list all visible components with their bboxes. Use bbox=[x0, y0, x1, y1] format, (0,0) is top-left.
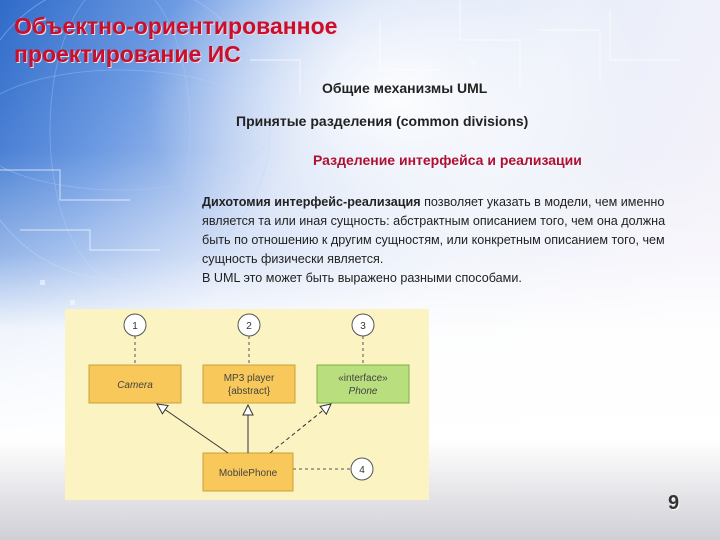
mp3-class-stereotype: {abstract} bbox=[228, 386, 271, 397]
phone-interface: «interface» Phone bbox=[316, 364, 410, 404]
mp3-player-class: MP3 player {abstract} bbox=[202, 364, 296, 404]
phone-interface-stereotype: «interface» bbox=[338, 373, 388, 384]
uml-diagram: 1 2 3 4 Camera MP3 player {abstract} «in… bbox=[65, 309, 429, 500]
callout-1-label: 1 bbox=[132, 321, 138, 332]
callout-1: 1 bbox=[123, 313, 147, 337]
camera-class: Camera bbox=[88, 364, 182, 404]
slide-subtitle: Общие механизмы UML bbox=[322, 80, 488, 96]
callout-2: 2 bbox=[237, 313, 261, 337]
mobilephone-class: MobilePhone bbox=[202, 452, 294, 492]
callout-connectors bbox=[134, 336, 364, 470]
callout-4: 4 bbox=[350, 457, 374, 481]
callout-3-label: 3 bbox=[360, 321, 366, 332]
topic-heading: Разделение интерфейса и реализации bbox=[313, 152, 582, 168]
generalization-arrows bbox=[157, 404, 331, 454]
callout-2-label: 2 bbox=[246, 321, 252, 332]
mobilephone-class-name: MobilePhone bbox=[219, 468, 278, 479]
camera-class-name: Camera bbox=[117, 380, 153, 391]
phone-interface-name: Phone bbox=[349, 386, 378, 397]
body-paragraph-text: позволяет указать в модели, чем именно я… bbox=[202, 195, 666, 266]
callout-3: 3 bbox=[351, 313, 375, 337]
page-number: 9 bbox=[668, 492, 680, 514]
body-paragraph: Дихотомия интерфейс-реализация позволяет… bbox=[202, 193, 672, 269]
body-text: Дихотомия интерфейс-реализация позволяет… bbox=[202, 193, 672, 288]
section-heading: Принятые разделения (common divisions) bbox=[236, 113, 529, 129]
body-second-line: В UML это может быть выражено разными сп… bbox=[202, 271, 522, 285]
callout-4-label: 4 bbox=[359, 465, 365, 476]
slide-title: Объектно-ориентированное проектирование … bbox=[14, 13, 338, 67]
mp3-class-name: MP3 player bbox=[224, 373, 275, 384]
body-bold-lead: Дихотомия интерфейс-реализация bbox=[202, 195, 421, 209]
